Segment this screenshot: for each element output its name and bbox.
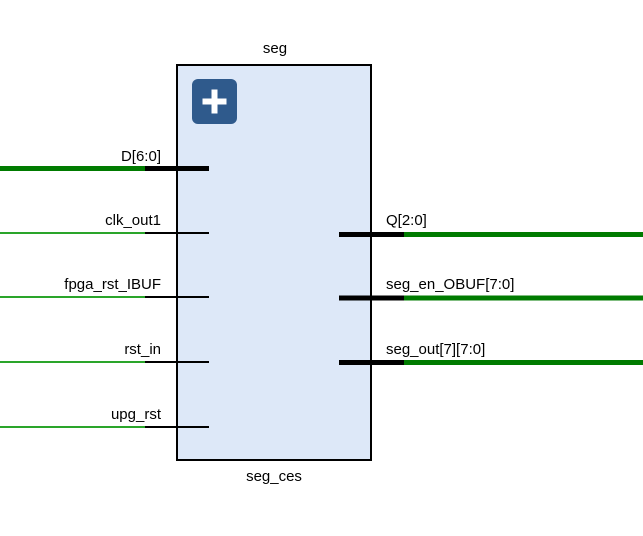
output-pin-label: seg_out[7][7:0] <box>386 341 485 358</box>
output-pin-label: seg_en_OBUF[7:0] <box>386 276 514 293</box>
cell-type-name: seg <box>263 40 287 57</box>
cell-instance-name: seg_ces <box>246 468 302 485</box>
input-pin-label: clk_out1 <box>105 212 161 229</box>
input-pin-clk-out1[interactable]: clk_out1 <box>0 212 209 234</box>
input-pin-upg-rst[interactable]: upg_rst <box>0 406 209 428</box>
cell-block[interactable] <box>176 64 372 461</box>
input-pin-rst-in[interactable]: rst_in <box>0 341 209 363</box>
input-pin-fpga-rst-ibuf[interactable]: fpga_rst_IBUF <box>0 276 209 298</box>
expand-button[interactable] <box>192 79 237 124</box>
output-pin-label: Q[2:0] <box>386 212 427 229</box>
input-pin-label: fpga_rst_IBUF <box>64 276 161 293</box>
input-pin-label: rst_in <box>124 341 161 358</box>
plus-icon-vertical <box>211 89 218 114</box>
input-pin-label: upg_rst <box>111 406 162 423</box>
input-pin-d[interactable]: D[6:0] <box>0 148 209 171</box>
output-pin-q[interactable]: Q[2:0] <box>339 212 643 237</box>
output-pin-seg-en-obuf[interactable]: seg_en_OBUF[7:0] <box>339 276 643 301</box>
input-pin-label: D[6:0] <box>121 148 161 165</box>
output-pin-seg-out[interactable]: seg_out[7][7:0] <box>339 341 643 365</box>
